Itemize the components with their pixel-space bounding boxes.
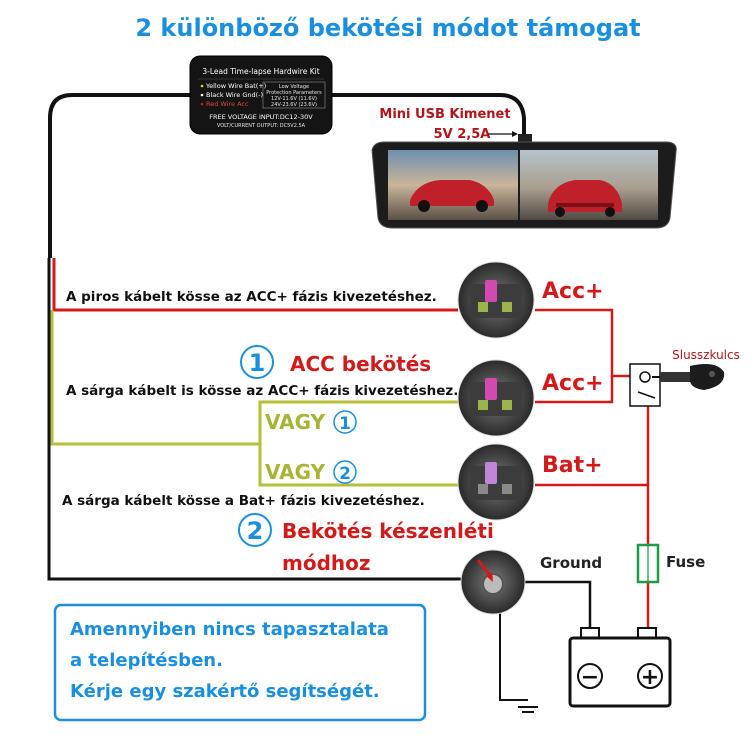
kit-name: 3-Lead Time-lapse Hardwire Kit (202, 67, 319, 76)
acc2-to-ignition (535, 376, 614, 404)
usb-label-1: Mini USB Kimenet (379, 107, 510, 122)
vagy1-number: 1 (339, 414, 351, 434)
instruction-yellow-bat: A sárga kábelt kösse a Bat+ fázis kiveze… (62, 493, 425, 509)
battery-plus: + (641, 665, 659, 690)
fuse-box-acc1 (457, 261, 535, 339)
yellow-wire (50, 310, 260, 446)
key-icon (660, 364, 725, 390)
mode2-label-1: Bekötés készenléti (282, 519, 494, 543)
mode2-label-2: módhoz (282, 551, 371, 575)
usb-cable (332, 93, 526, 135)
kit-protect-2: 24V-23.6V (23.6V) (271, 102, 317, 108)
vagy2-badge (333, 460, 357, 484)
mode1-label: ACC bekötés (290, 352, 431, 376)
kit-input: FREE VOLTAGE INPUT:DC12-30V (209, 113, 313, 121)
fuse-label-bat: Bat+ (542, 453, 603, 478)
mode2-number: 2 (247, 517, 264, 545)
ground-earth-wire (499, 600, 528, 701)
instruction-red: A piros kábelt kösse az ACC+ fázis kivez… (66, 289, 437, 305)
car-front-icon (410, 180, 494, 206)
ground-to-battery (515, 580, 592, 628)
ground-label: Ground (540, 554, 602, 572)
vagy2-number: 2 (339, 464, 351, 484)
red-wire (52, 258, 458, 312)
kit-wire-red: Red Wire Acc (206, 100, 249, 108)
hardwire-kit-box: 3-Lead Time-lapse Hardwire Kit Yellow Wi… (189, 55, 333, 135)
yellow-wire-bat (258, 444, 460, 487)
note-line-2: a telepítésben. (70, 650, 223, 671)
battery-minus: − (581, 665, 599, 690)
fuse-box-acc2 (457, 359, 535, 437)
black-wire (47, 258, 470, 581)
ground-point (460, 549, 526, 615)
vagy1-badge (333, 410, 357, 434)
ignition-switch (629, 363, 688, 407)
yellow-wire-acc (258, 400, 460, 444)
note-line-3: Kérje egy szakértő segítségét. (70, 681, 380, 702)
battery-plus-icon (637, 663, 663, 689)
fuse-label-acc2: Acc+ (542, 371, 604, 396)
ignition-label: Slusszkulcs (672, 348, 740, 362)
usb-label-2: 5V 2,5A (434, 127, 491, 142)
kit-wire-black: Black Wire Gnd(-) (206, 91, 263, 99)
battery-minus-icon (577, 663, 603, 689)
fuse-label-acc1: Acc+ (542, 279, 604, 304)
kit-output: VOLT/CURRENT OUTPUT: DC5V2.5A (217, 123, 306, 129)
warning-note-box (53, 603, 427, 722)
kit-cable-left (48, 93, 190, 258)
fuse-label: Fuse (666, 553, 705, 571)
instruction-yellow-acc: A sárga kábelt is kösse az ACC+ fázis ki… (66, 383, 458, 399)
kit-protect-sub: Protection Parameters (266, 90, 322, 96)
kit-protect-title: Low Voltage (279, 84, 309, 90)
page-title: 2 különböző bekötési módot támogat (135, 14, 640, 42)
mode1-number-badge (240, 345, 274, 379)
vagy2-label: VAGY (265, 460, 326, 484)
mirror-dashcam (371, 134, 677, 229)
battery-icon: − + (568, 627, 672, 708)
fuse-box-bat (457, 443, 535, 521)
kit-wire-yellow: Yellow Wire Bat(+) (205, 82, 266, 90)
vagy1-label: VAGY (265, 410, 326, 434)
mode2-number-badge (238, 513, 272, 547)
kit-protect-1: 12V-11.6V (11.6V) (271, 96, 317, 102)
mode1-number: 1 (249, 349, 266, 377)
acc1-to-ignition (535, 308, 630, 378)
note-line-1: Amennyiben nincs tapasztalata (70, 619, 389, 640)
